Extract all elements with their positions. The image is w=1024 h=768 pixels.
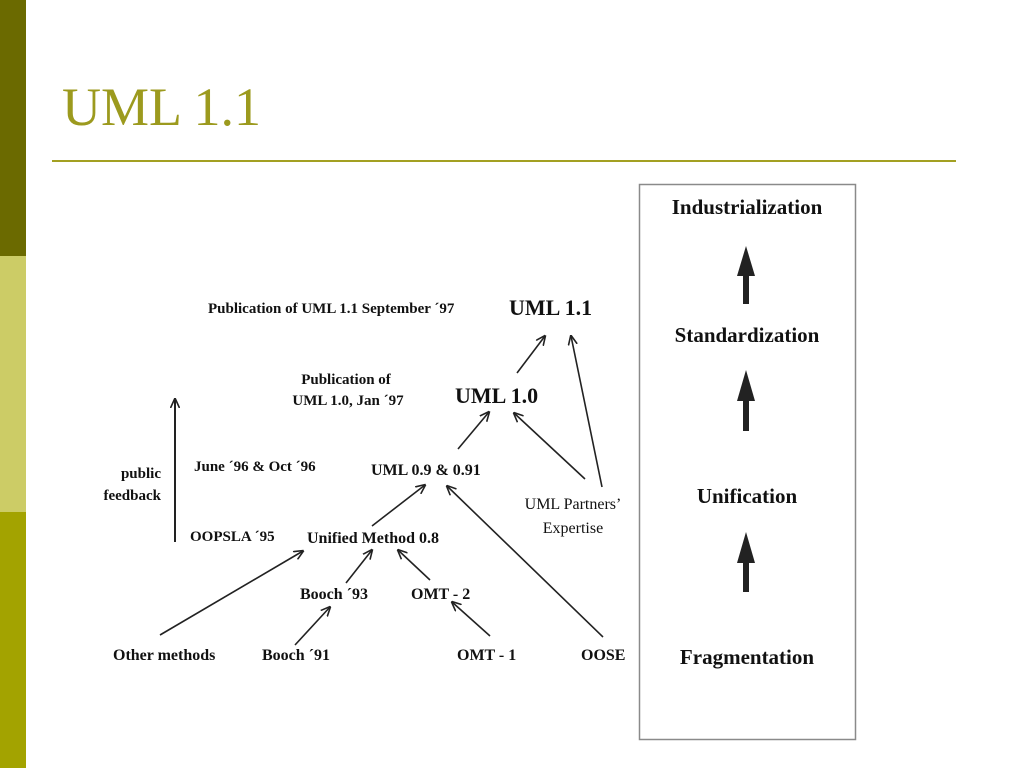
arrow-booch93-to-um08 [345,550,372,584]
slide-title: UML 1.1 [62,77,261,137]
oose-node: OOSE [581,647,625,664]
oopsla-95-label: OOPSLA ´95 [190,529,275,545]
side-bar-top [0,0,26,256]
pub-uml11-label: Publication of UML 1.1 September ´97 [208,301,455,317]
uml-partners-line2: Expertise [543,520,603,537]
uml09-node: UML 0.9 & 0.91 [371,462,481,479]
side-bar-bottom [0,512,26,768]
stage-arrow-up-icon [737,246,755,304]
side-bar-middle [0,256,26,512]
stage-arrow-up-icon [737,370,755,431]
omt1-node: OMT - 1 [457,647,516,664]
stage-unification: Unification [697,484,798,508]
uml-partners-line1: UML Partners’ [525,496,622,513]
pub-uml10-label-line2: UML 1.0, Jan ´97 [292,393,404,409]
arrow-other-to-um08 [159,551,303,636]
pub-uml10-label-line1: Publication of [301,372,392,388]
stage-industrialization: Industrialization [672,195,823,219]
public-feedback-line1: public [121,466,161,482]
arrow-uml09-to-uml10 [457,412,489,450]
arrow-partners-to-uml10 [514,413,586,480]
arrow-omt1-to-omt2 [452,602,491,637]
arrow-um08-to-uml09 [371,485,425,527]
stage-fragmentation: Fragmentation [680,645,814,669]
uml11-node: UML 1.1 [509,295,592,320]
title-underline [52,160,956,162]
uml10-node: UML 1.0 [455,383,538,408]
stage-standardization: Standardization [675,323,820,347]
arrow-oose-to-uml09 [447,486,604,638]
june-oct-96-label: June ´96 & Oct ´96 [194,459,316,475]
other-methods-node: Other methods [113,647,215,664]
stage-arrow-up-icon [737,532,755,592]
arrow-booch91-to-booch93 [294,607,330,646]
unified-method-node: Unified Method 0.8 [307,530,439,547]
omt2-node: OMT - 2 [411,586,470,603]
public-feedback-line2: feedback [104,488,162,504]
booch91-node: Booch ´91 [262,647,330,664]
arrow-omt2-to-um08 [398,550,431,581]
booch93-node: Booch ´93 [300,586,368,603]
arrow-partners-to-uml11 [571,336,603,488]
arrow-uml10-to-uml11 [516,336,545,374]
